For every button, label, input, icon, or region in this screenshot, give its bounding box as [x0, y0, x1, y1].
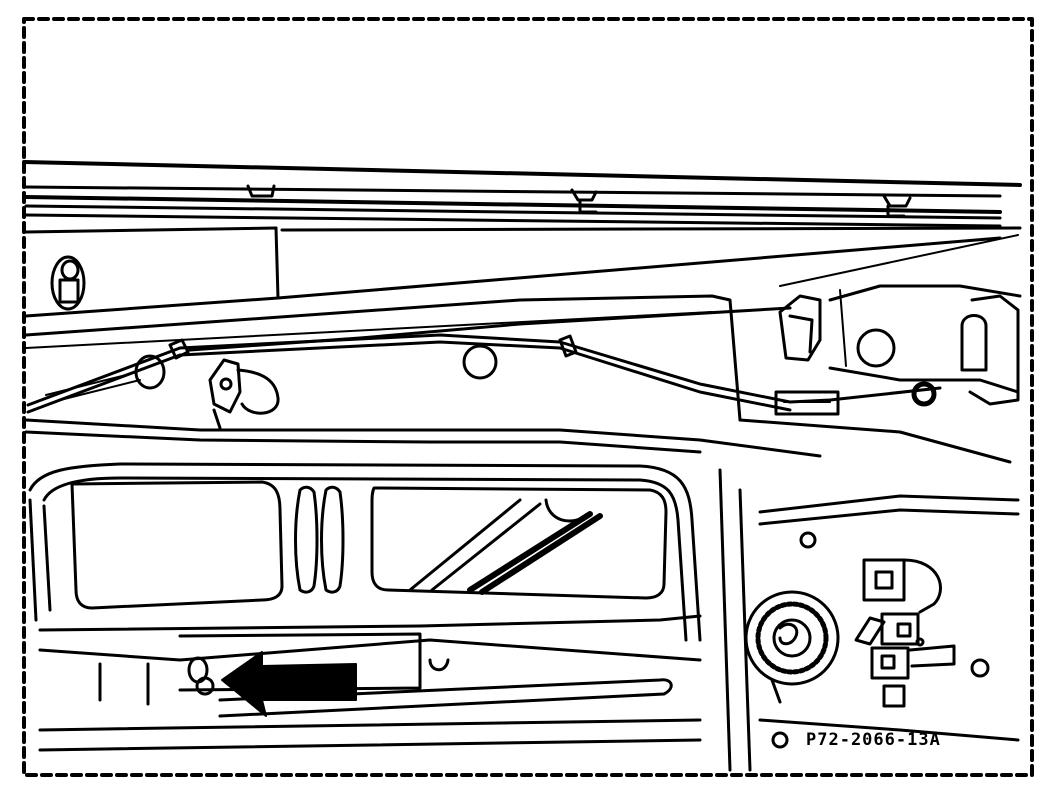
door-latch-assembly — [774, 284, 1022, 416]
latch-control-rods — [26, 306, 942, 414]
dashed-border — [22, 17, 1034, 777]
lock-cylinder — [50, 255, 86, 311]
lower-door-frame — [28, 462, 702, 642]
upper-rail — [22, 160, 1022, 228]
part-number-marker — [771, 731, 789, 749]
speaker — [744, 590, 840, 704]
lower-right-panel — [758, 494, 1020, 742]
part-number-label: P72-2066-13A — [806, 730, 941, 750]
lower-structure — [38, 468, 752, 772]
callout-arrow — [221, 651, 357, 717]
rod-clip — [134, 344, 498, 430]
power-window-switch — [854, 558, 990, 708]
